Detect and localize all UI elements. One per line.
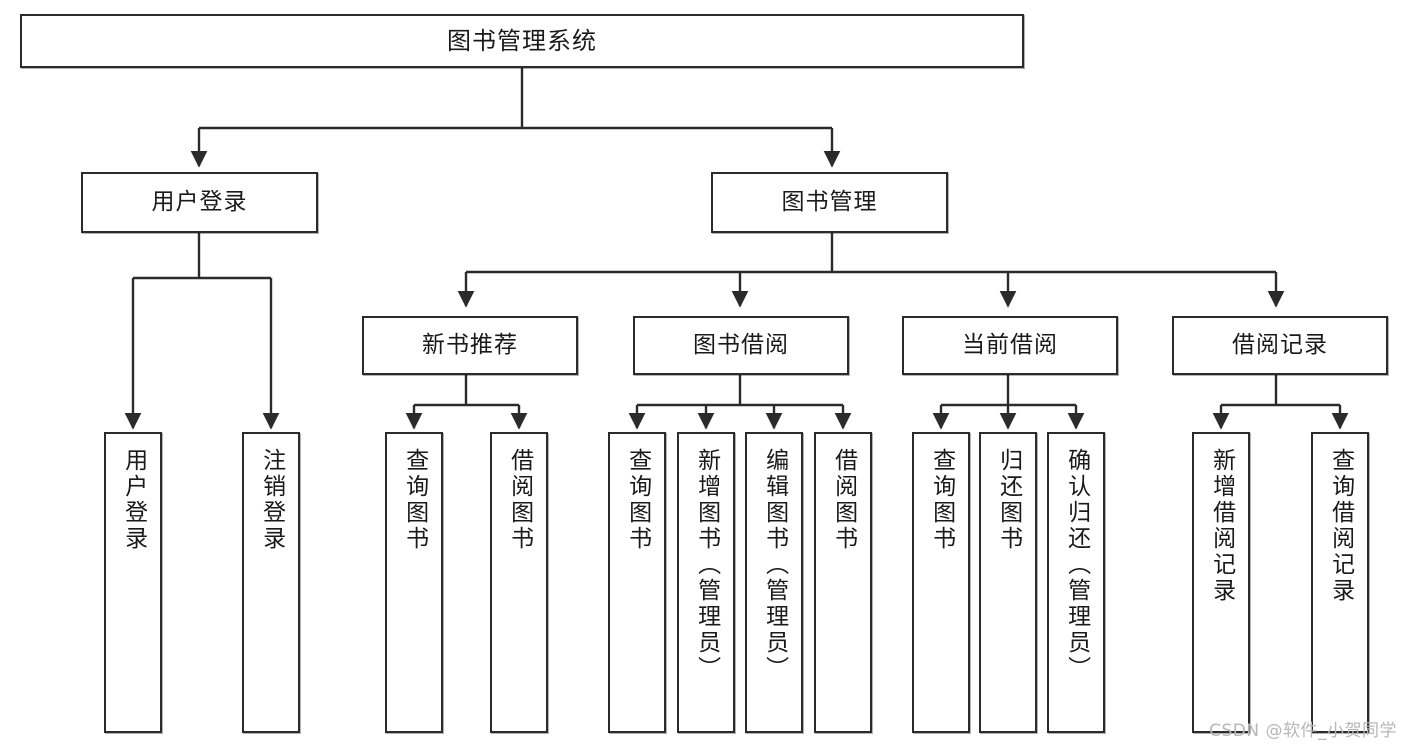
node-label: 用户登录 (120, 448, 147, 552)
leaf-add-book-admin[interactable]: 新增图书（管理员） (677, 432, 735, 733)
node-root-system[interactable]: 图书管理系统 (20, 14, 1024, 68)
leaf-return-books[interactable]: 归还图书 (979, 432, 1037, 733)
node-label: 归还图书 (995, 448, 1022, 552)
node-label: 借阅图书 (830, 448, 857, 552)
node-label: 当前借阅 (962, 331, 1058, 358)
node-label: 确认归还（管理员） (1063, 448, 1090, 682)
node-label: 图书管理系统 (447, 26, 597, 55)
node-label: 借阅记录 (1232, 331, 1328, 358)
node-label: 编辑图书（管理员） (761, 448, 788, 682)
leaf-borrow-books-recommend[interactable]: 借阅图书 (490, 432, 548, 733)
leaf-query-books-current[interactable]: 查询图书 (912, 432, 970, 733)
leaf-query-borrow-record[interactable]: 查询借阅记录 (1311, 432, 1369, 733)
node-label: 新增图书（管理员） (693, 448, 720, 682)
node-label: 查询借阅记录 (1327, 448, 1354, 604)
node-label: 查询图书 (401, 448, 428, 552)
leaf-edit-book-admin[interactable]: 编辑图书（管理员） (745, 432, 803, 733)
leaf-query-books-borrow[interactable]: 查询图书 (608, 432, 666, 733)
node-borrow-records[interactable]: 借阅记录 (1172, 316, 1388, 375)
node-label: 用户登录 (151, 188, 248, 215)
leaf-confirm-return-admin[interactable]: 确认归还（管理员） (1047, 432, 1105, 733)
node-label: 图书借阅 (693, 331, 789, 358)
node-new-book-recommend[interactable]: 新书推荐 (362, 316, 578, 375)
node-user-login[interactable]: 用户登录 (81, 172, 318, 233)
node-label: 注销登录 (258, 448, 285, 552)
node-book-management[interactable]: 图书管理 (711, 172, 948, 233)
leaf-query-books-recommend[interactable]: 查询图书 (385, 432, 443, 733)
node-label: 新书推荐 (422, 331, 518, 358)
node-label: 图书管理 (781, 188, 878, 215)
node-label: 查询图书 (624, 448, 651, 552)
node-current-borrow[interactable]: 当前借阅 (902, 316, 1118, 375)
leaf-user-login[interactable]: 用户登录 (104, 432, 162, 733)
leaf-logout[interactable]: 注销登录 (242, 432, 300, 733)
leaf-add-borrow-record[interactable]: 新增借阅记录 (1192, 432, 1250, 733)
csdn-watermark: CSDN @软件_小贺同学 (1209, 721, 1397, 741)
node-label: 借阅图书 (506, 448, 533, 552)
node-label: 查询图书 (928, 448, 955, 552)
node-label: 新增借阅记录 (1208, 448, 1235, 604)
leaf-borrow-books[interactable]: 借阅图书 (814, 432, 872, 733)
node-book-borrow[interactable]: 图书借阅 (633, 316, 849, 375)
